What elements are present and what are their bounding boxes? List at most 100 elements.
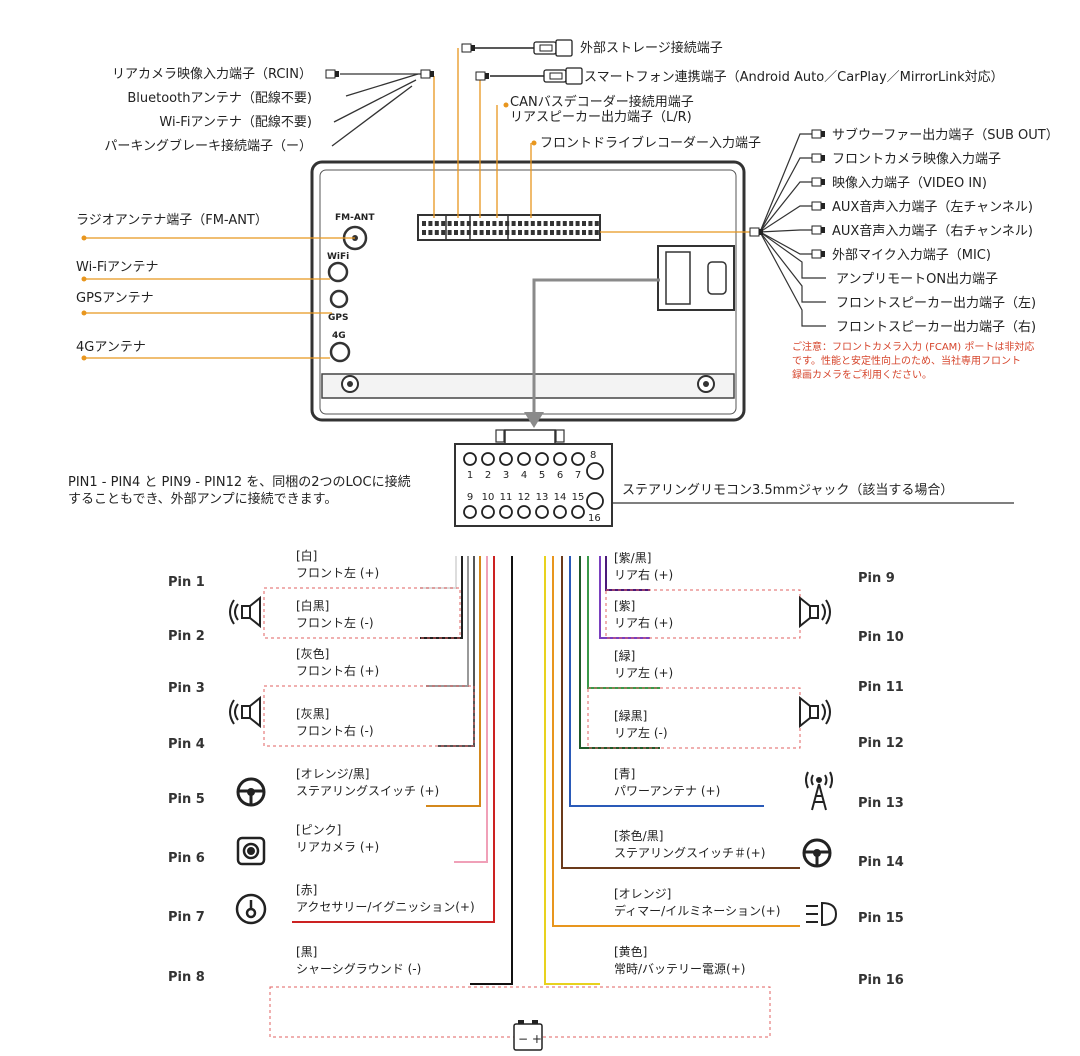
top-label-smartphone: スマートフォン連携端子（Android Auto／CarPlay／MirrorL…	[584, 69, 1004, 85]
pin-number-label: Pin 16	[858, 973, 904, 988]
wire-left-pin	[470, 556, 513, 985]
pin-hole-icon	[571, 452, 585, 466]
loc-note-line1: PIN1 - PIN4 と PIN9 - PIN12 を、同梱の2つのLOCに接…	[68, 474, 411, 490]
pin-number: 9	[467, 492, 473, 503]
speaker-loop-right-front	[605, 589, 801, 639]
pin-number-label: Pin 2	[168, 629, 205, 644]
pin-desc-label: リア左 (+)	[614, 665, 673, 680]
4g-port-icon	[329, 341, 351, 363]
pin-number: 15	[572, 492, 585, 503]
right-bundle-plug-icon	[749, 227, 764, 237]
pin-hole-icon	[517, 452, 531, 466]
pin-color-label: [茶色/黒]	[614, 828, 663, 843]
speaker-left-1-icon	[229, 595, 261, 629]
pin-color-label: [オレンジ/黒]	[296, 767, 369, 781]
right-plug-icon	[811, 129, 826, 139]
pin-number-label: Pin 3	[168, 681, 205, 696]
pin-number-label: Pin 10	[858, 630, 904, 645]
pin-hole-icon	[517, 505, 531, 519]
phone-plug-icon	[475, 71, 490, 81]
right-plug-icon	[811, 177, 826, 187]
pin-number-label: Pin 7	[168, 910, 205, 925]
top-label-storage: 外部ストレージ接続端子	[580, 40, 723, 56]
pin-number: 6	[557, 470, 563, 481]
speaker-right-2-icon	[799, 695, 831, 729]
speaker-right-1-icon	[799, 595, 831, 629]
pin-hole-icon	[535, 452, 549, 466]
pin-number: 2	[485, 470, 491, 481]
antenna-label: 4Gアンテナ	[76, 340, 146, 355]
pin-color-label: [白]	[296, 548, 317, 563]
right-cable-label: AUX音声入力端子（左チャンネル)	[832, 199, 1033, 215]
left-cable-label: パーキングブレーキ接続端子（ー）	[104, 138, 312, 154]
top-wires	[433, 48, 752, 233]
pin-desc-label: 常時/バッテリー電源(+)	[614, 962, 745, 976]
pin-desc-label: フロント左 (-)	[296, 615, 374, 630]
rear-camera-icon	[236, 836, 266, 866]
right-cable-label: AUX音声入力端子（右チャンネル)	[832, 223, 1033, 239]
wire-right-pin	[544, 556, 600, 985]
fcam-note-line: ご注意：フロントカメラ入力 (FCAM) ポートは非対応	[792, 340, 1034, 353]
pin-color-label: [緑黒]	[614, 708, 647, 723]
gps-port-label: GPS	[328, 313, 348, 323]
pin-hole-icon	[535, 505, 549, 519]
connector-arrow	[524, 278, 660, 428]
pin-hole-icon	[586, 462, 604, 480]
pin-desc-label: アクセサリー/イグニッション(+)	[296, 900, 475, 914]
usb-storage-icon	[533, 39, 573, 57]
pin-number: 10	[482, 492, 495, 503]
right-cable-label: サブウーファー出力端子（SUB OUT）	[832, 127, 1059, 143]
pin-color-label: [黄色]	[614, 945, 647, 959]
antenna-label: ラジオアンテナ端子（FM-ANT）	[76, 213, 268, 228]
pin-hole-icon	[553, 505, 567, 519]
pin-number-label: Pin 11	[858, 680, 904, 695]
wire-left-pin	[420, 556, 457, 589]
pin-hole-icon	[463, 452, 477, 466]
pin-hole-icon	[586, 492, 604, 510]
right-cable-label: 外部マイク入力端子（MIC)	[832, 248, 991, 263]
right-cable-label: フロントスピーカー出力端子（左)	[836, 296, 1036, 311]
pin-color-label: [白黒]	[296, 598, 329, 613]
right-cable-label: アンプリモートON出力端子	[836, 272, 998, 287]
wire-right-pin	[552, 556, 800, 927]
right-plug-icon	[811, 249, 826, 259]
steering-wheel-right-icon	[802, 838, 832, 868]
pin-number: 4	[521, 470, 527, 481]
pin-number-label: Pin 15	[858, 911, 904, 926]
pin-desc-label: リア右 (+)	[614, 615, 673, 630]
pin-number-label: Pin 12	[858, 736, 904, 751]
right-plug-icon	[811, 153, 826, 163]
connector-block	[417, 214, 735, 311]
steering-wheel-left-icon	[236, 777, 266, 807]
pin-color-label: [ピンク]	[296, 823, 341, 837]
storage-plug-icon	[461, 43, 476, 53]
right-cable-label: フロントカメラ映像入力端子	[832, 152, 1001, 167]
pin-number: 5	[539, 470, 545, 481]
pin-desc-label: ステアリングスイッチ (+)	[296, 784, 439, 798]
wifi-port-icon	[327, 261, 349, 283]
pin-hole-icon	[571, 505, 585, 519]
antenna-tower-icon	[805, 771, 833, 811]
pin-desc-label: パワーアンテナ (+)	[614, 784, 720, 798]
pin-number: 13	[536, 492, 549, 503]
pin-color-label: [緑]	[614, 648, 635, 663]
left-cable-label: Bluetoothアンテナ（配線不要)	[127, 90, 312, 106]
pin-number: 8	[590, 450, 596, 461]
pin-desc-label: リア左 (-)	[614, 725, 668, 740]
ignition-key-icon	[235, 893, 267, 925]
pin-number-label: Pin 13	[858, 796, 904, 811]
left-cable-label: Wi-Fiアンテナ（配線不要)	[159, 114, 312, 130]
pin-number: 14	[554, 492, 567, 503]
pin-number-label: Pin 9	[858, 571, 895, 586]
pin-color-label: [灰色]	[296, 647, 329, 661]
pin-desc-label: ディマー/イルミネーション(+)	[614, 903, 780, 918]
usb-phone-icon	[543, 67, 583, 85]
top-label-can-1: CANバスデコーダー接続用端子	[510, 94, 694, 110]
pin-desc-label: フロント右 (+)	[296, 663, 379, 678]
pin-number-label: Pin 5	[168, 792, 205, 807]
pin-number-label: Pin 6	[168, 851, 205, 866]
pin-color-label: [紫]	[614, 599, 635, 613]
pin-color-label: [赤]	[296, 883, 317, 897]
pin-color-label: [青]	[614, 767, 635, 781]
